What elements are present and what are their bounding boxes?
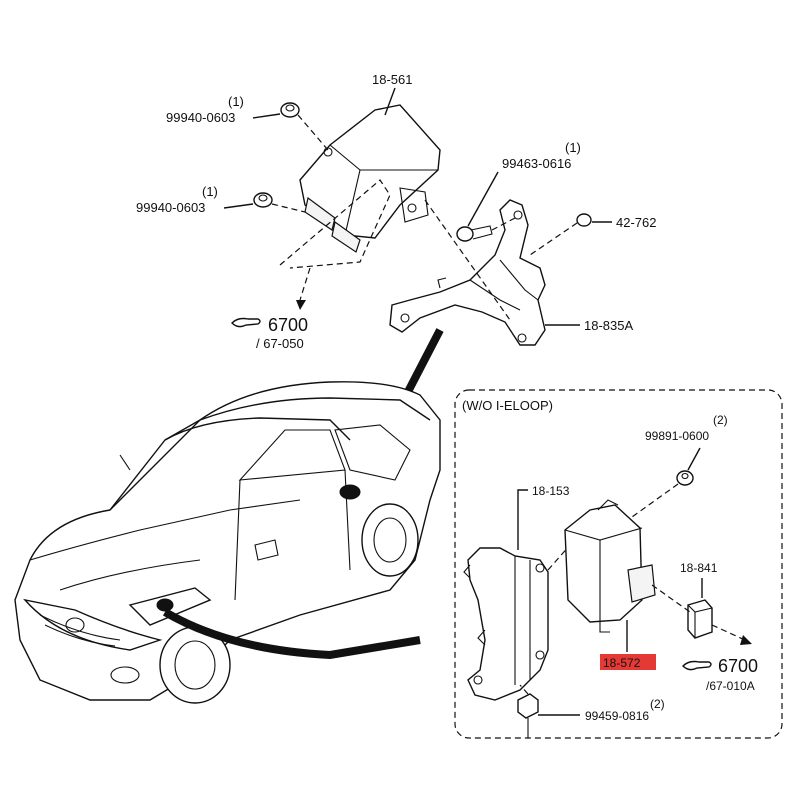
clip-code: 42-762 <box>616 215 656 230</box>
dash-bracket-module <box>547 544 571 571</box>
nut-lower-qty: (1) <box>202 184 218 199</box>
nut-lower-code: 99940-0603 <box>136 200 205 215</box>
nut-lower <box>253 192 273 208</box>
dash-clip <box>529 222 578 256</box>
bracket-18-835a <box>389 199 546 346</box>
bracket-18-153 <box>463 547 549 701</box>
dash-nut-inset <box>624 483 679 523</box>
arrow-ref-top <box>296 300 306 310</box>
dash-bolt-inset <box>519 684 529 695</box>
dash-nut-upper <box>297 114 329 151</box>
ref-section-top: 6700 <box>268 315 308 335</box>
bolt-code: 99463-0616 <box>502 156 571 171</box>
dash-to-ref-top <box>299 267 311 301</box>
inset-module-label: 18-572 <box>603 656 641 670</box>
nut-upper <box>280 102 300 118</box>
leader-nut-lower <box>223 203 254 209</box>
dash-bolt <box>491 217 516 231</box>
nut-upper-qty: (1) <box>228 94 244 109</box>
bolt-99459-0816 <box>517 693 539 738</box>
nut-inset-code: 99891-0600 <box>645 429 709 443</box>
bolt-inset-qty: (2) <box>650 697 665 711</box>
inset-bracket-label: 18-153 <box>532 484 570 498</box>
control-module-top <box>299 104 441 253</box>
part-label-18-561: 18-561 <box>372 72 412 87</box>
leader-18-561 <box>384 87 396 116</box>
bolt-99463-0616 <box>456 225 493 242</box>
ref-page-top: / 67-050 <box>256 336 304 351</box>
hand-pointer-icon-inset <box>682 660 712 671</box>
nut-inset-qty: (2) <box>713 413 728 427</box>
bracket-label: 18-835A <box>584 318 633 333</box>
connector-18-841 <box>687 599 713 639</box>
nut-99891-0600 <box>676 470 694 486</box>
car-illustration <box>14 381 441 704</box>
leader-nut-inset <box>687 447 701 471</box>
inset-title: (W/O I-ELOOP) <box>462 398 553 413</box>
leader-bolt <box>467 171 499 227</box>
dash-connector <box>651 584 691 613</box>
clip-42-762 <box>576 213 592 227</box>
leader-18-153 <box>517 489 528 550</box>
nut-upper-code: 99940-0603 <box>166 110 235 125</box>
dash-module-bracket <box>424 199 511 321</box>
arrow-ref-inset <box>740 635 752 645</box>
inset-connector-label: 18-841 <box>680 561 718 575</box>
dash-to-ref-inset <box>711 624 746 641</box>
bolt-qty: (1) <box>565 140 581 155</box>
callout-line-lower <box>162 608 421 660</box>
control-module-inset <box>564 499 656 633</box>
hand-pointer-icon <box>231 317 261 328</box>
inset-frame <box>454 389 783 739</box>
bolt-inset-code: 99459-0816 <box>585 709 649 723</box>
ref-section-inset: 6700 <box>718 656 758 676</box>
module-highlight <box>600 654 656 670</box>
ref-page-inset: /67-010A <box>706 679 755 693</box>
dash-nut-lower <box>271 203 306 213</box>
leader-nut-upper <box>252 113 281 119</box>
